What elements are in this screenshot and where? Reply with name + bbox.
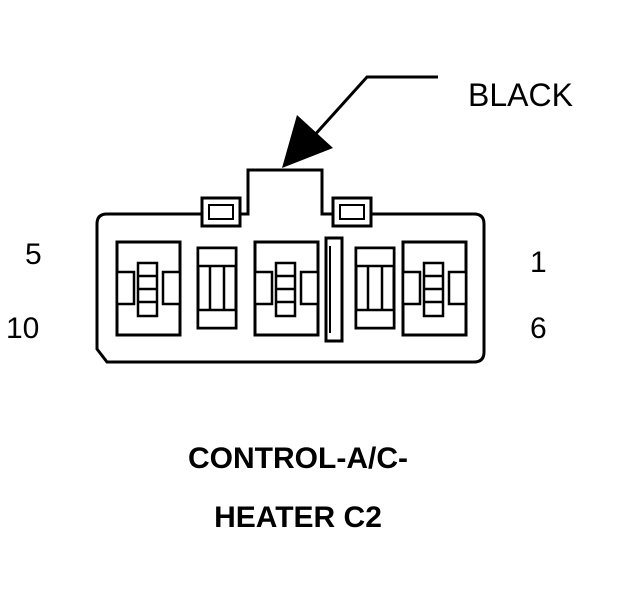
terminal-cavity-small xyxy=(196,246,238,330)
connector-title-line-2: HEATER C2 xyxy=(214,501,382,534)
lock-tab-right xyxy=(331,196,373,228)
pin-label-top-left: 5 xyxy=(25,238,42,271)
lock-tab-left xyxy=(200,196,242,228)
terminal-cavity-large xyxy=(115,240,182,337)
callout-leader xyxy=(282,75,438,168)
connector-title-line-1: CONTROL-A/C- xyxy=(188,442,408,475)
terminal-cavity-large xyxy=(401,240,468,337)
pin-label-bottom-right: 6 xyxy=(530,312,547,345)
terminal-cavity-small xyxy=(354,246,396,330)
polarizing-key xyxy=(324,236,344,343)
callout-arrowhead xyxy=(282,115,333,168)
pin-label-top-right: 1 xyxy=(530,246,547,279)
wire-color-label: BLACK xyxy=(468,77,573,113)
pin-label-bottom-left: 10 xyxy=(6,312,39,345)
terminal-cavity-large xyxy=(253,240,320,337)
